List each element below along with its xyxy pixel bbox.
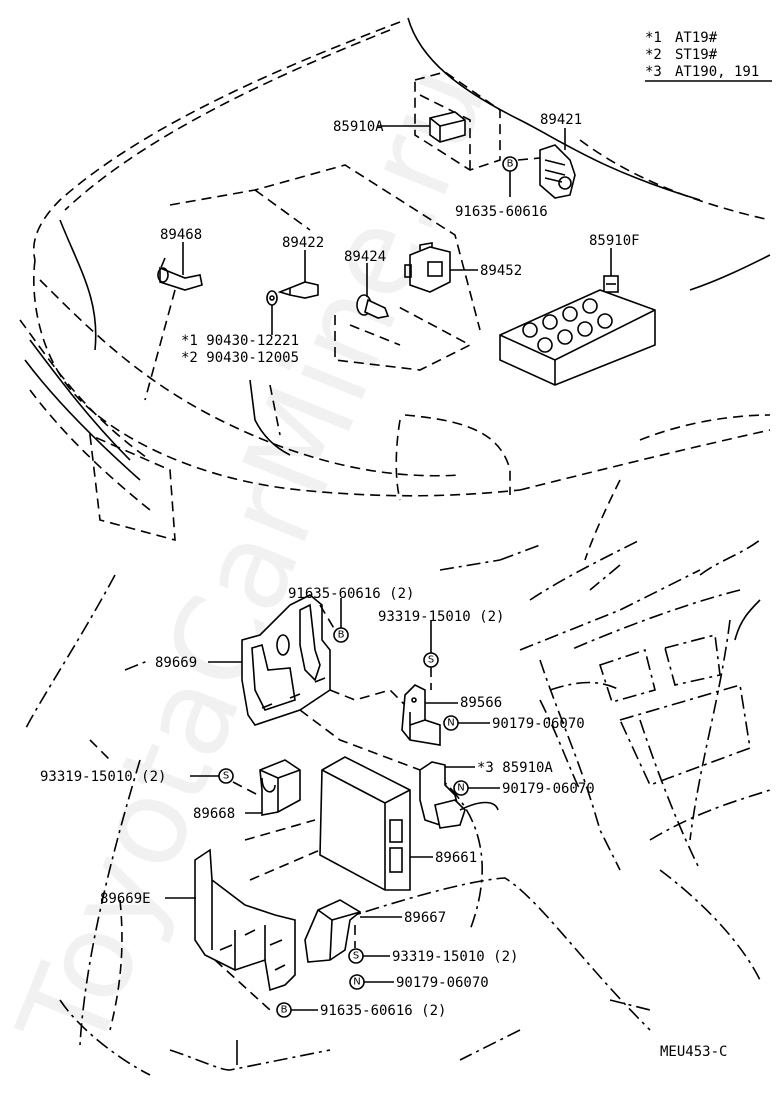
label-89668: 89668 <box>193 806 235 822</box>
screw-icon: S <box>223 771 229 782</box>
bottom-labels: 91635-60616 (2) 93319-15010 (2) 89669 89… <box>40 586 595 1019</box>
label-gasket-2: *2 90430-12005 <box>181 350 299 366</box>
bracket-89669 <box>208 594 421 771</box>
label-89661: 89661 <box>435 850 477 866</box>
nut-icon: N <box>457 783 464 794</box>
note-1-value: AT19# <box>675 30 718 46</box>
label-90179-06070-3: 90179-06070 <box>396 975 489 991</box>
relay-85910f <box>603 248 619 293</box>
nut-icon: N <box>447 718 454 729</box>
sensor-89468 <box>157 242 203 291</box>
nut-symbol-1: N <box>443 715 490 731</box>
bracket-89669e <box>165 848 296 1011</box>
interior-outline <box>24 539 771 1076</box>
label-89669: 89669 <box>155 655 197 671</box>
label-89424: 89424 <box>344 249 386 265</box>
label-85910a: 85910A <box>333 119 384 135</box>
ecu-89661 <box>244 756 433 891</box>
top-labels: 85910A 89421 91635-60616 89468 89422 894… <box>160 112 640 366</box>
bolt-icon: B <box>281 1005 288 1016</box>
bracket-89668 <box>245 759 301 816</box>
nut-icon: N <box>353 977 360 988</box>
label-91635-60616-top: 91635-60616 (2) <box>288 586 414 602</box>
label-90179-06070-2: 90179-06070 <box>502 781 595 797</box>
screw-symbol-left: S <box>190 768 259 796</box>
diagram-code: MEU453-C <box>660 1044 727 1060</box>
bracket-89667 <box>304 899 402 963</box>
screw-icon: S <box>353 951 359 962</box>
label-85910a-3: *3 85910A <box>477 760 553 776</box>
label-91635-60616-bottom: 91635-60616 (2) <box>320 1003 446 1019</box>
note-3-value: AT190, 191 <box>675 64 759 80</box>
engine-bay-outline <box>144 164 481 401</box>
bolt-symbol-top: B <box>502 156 518 197</box>
note-3-key: *3 <box>645 64 662 80</box>
bracket-89566 <box>401 684 458 746</box>
sensor-89452 <box>404 242 478 293</box>
bolt-symbol-bottom: B <box>276 1002 318 1018</box>
label-89468: 89468 <box>160 227 202 243</box>
screw-icon: S <box>428 655 434 666</box>
label-90179-06070-1: 90179-06070 <box>492 716 585 732</box>
bolt-symbol-bottom-top: B <box>333 598 349 643</box>
note-2-key: *2 <box>645 47 662 63</box>
note-1-key: *1 <box>645 30 662 46</box>
sensor-89422 <box>277 250 319 299</box>
sensor-89421 <box>517 128 576 199</box>
sensor-89424 <box>356 263 390 319</box>
notes-legend: *1 AT19# *2 ST19# *3 AT190, 191 <box>645 30 772 82</box>
label-89667: 89667 <box>404 910 446 926</box>
label-89669e: 89669E <box>100 891 151 907</box>
label-93319-15010-left: 93319-15010 (2) <box>40 769 166 785</box>
bolt-icon: B <box>507 159 514 170</box>
label-89421: 89421 <box>540 112 582 128</box>
label-89422: 89422 <box>282 235 324 251</box>
gasket <box>266 290 278 335</box>
nut-symbol-3: N <box>349 974 394 990</box>
bolt-icon: B <box>338 630 345 641</box>
note-2-value: ST19# <box>675 47 718 63</box>
label-89566: 89566 <box>460 695 502 711</box>
label-93319-15010-top: 93319-15010 (2) <box>378 609 504 625</box>
screw-symbol-bottom: S <box>348 948 390 964</box>
screw-symbol-top: S <box>423 620 439 690</box>
label-91635-60616: 91635-60616 <box>455 204 548 220</box>
fuse-box <box>499 289 656 386</box>
label-89452: 89452 <box>480 263 522 279</box>
relay-85910a-bottom <box>419 761 499 829</box>
car-front-outline <box>19 17 771 561</box>
label-85910f: 85910F <box>589 233 640 249</box>
relay-85910a-top <box>378 71 501 171</box>
nut-symbol-2: N <box>453 780 500 796</box>
label-93319-15010-bottom: 93319-15010 (2) <box>392 949 518 965</box>
dashboard-console <box>539 633 751 791</box>
label-gasket-1: *1 90430-12221 <box>181 333 299 349</box>
